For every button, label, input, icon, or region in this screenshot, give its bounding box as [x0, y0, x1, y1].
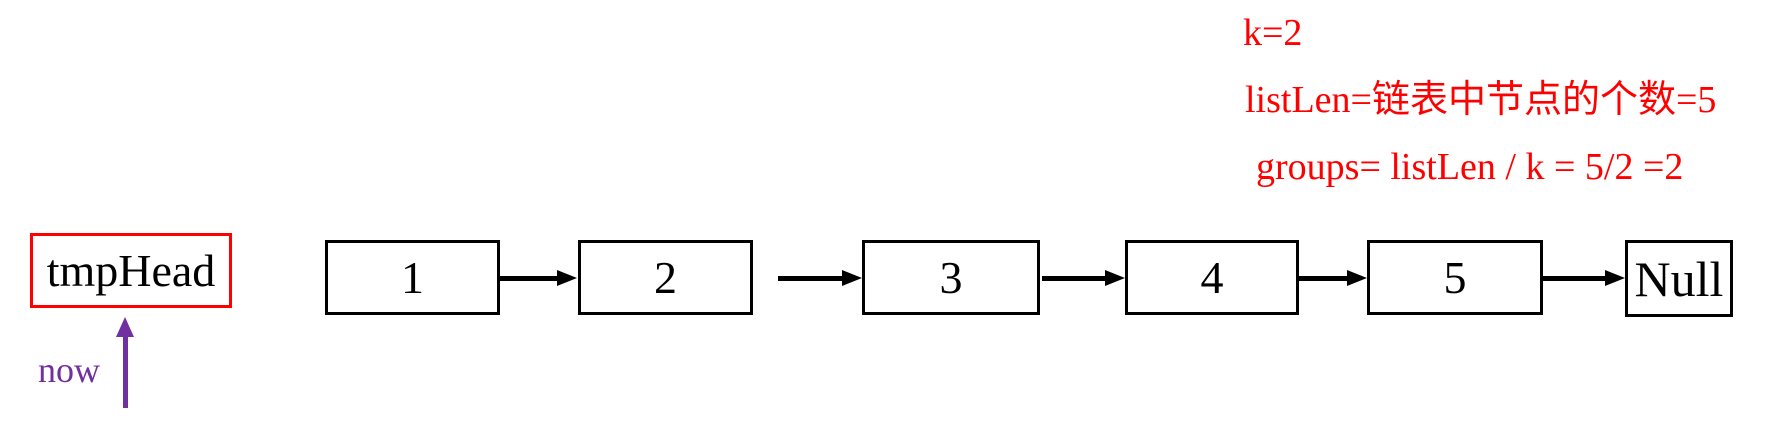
arrow-up-icon — [116, 317, 134, 337]
list-node-3: 3 — [862, 240, 1040, 315]
list-node-1: 1 — [325, 240, 500, 315]
node-value: 5 — [1443, 252, 1467, 303]
arrow-shaft — [1299, 275, 1347, 281]
list-node-2: 2 — [578, 240, 753, 315]
next-arrow-3-4 — [1042, 269, 1125, 287]
node-value: 4 — [1200, 252, 1224, 303]
next-arrow-2-3 — [778, 269, 862, 287]
annotation-line-k: k=2 — [1243, 12, 1303, 54]
arrow-shaft — [122, 337, 128, 408]
arrow-right-icon — [557, 270, 577, 286]
arrow-shaft — [1543, 275, 1605, 281]
arrow-right-icon — [1105, 270, 1125, 286]
next-arrow-4-5 — [1299, 269, 1367, 287]
annotation-line-groups: groups= listLen / k = 5/2 =2 — [1256, 146, 1684, 188]
arrow-right-icon — [1347, 270, 1367, 286]
node-value: 1 — [401, 252, 424, 303]
now-pointer-arrow — [116, 317, 134, 408]
null-terminator: Null — [1625, 240, 1733, 317]
arrow-shaft — [500, 275, 557, 281]
node-value: 3 — [939, 252, 963, 303]
arrow-right-icon — [842, 270, 862, 286]
arrow-right-icon — [1605, 270, 1625, 286]
list-node-4: 4 — [1125, 240, 1299, 315]
list-node-5: 5 — [1367, 240, 1543, 315]
tmphead-node: tmpHead — [30, 233, 232, 308]
arrow-shaft — [778, 275, 842, 281]
node-value: 2 — [654, 252, 677, 303]
now-label: now — [38, 350, 100, 390]
next-arrow-5-null — [1543, 269, 1625, 287]
null-label: Null — [1634, 250, 1724, 307]
annotation-line-listlen: listLen=链表中节点的个数=5 — [1245, 79, 1717, 121]
next-arrow-1-2 — [500, 269, 577, 287]
arrow-shaft — [1042, 275, 1105, 281]
tmphead-label: tmpHead — [46, 245, 216, 296]
